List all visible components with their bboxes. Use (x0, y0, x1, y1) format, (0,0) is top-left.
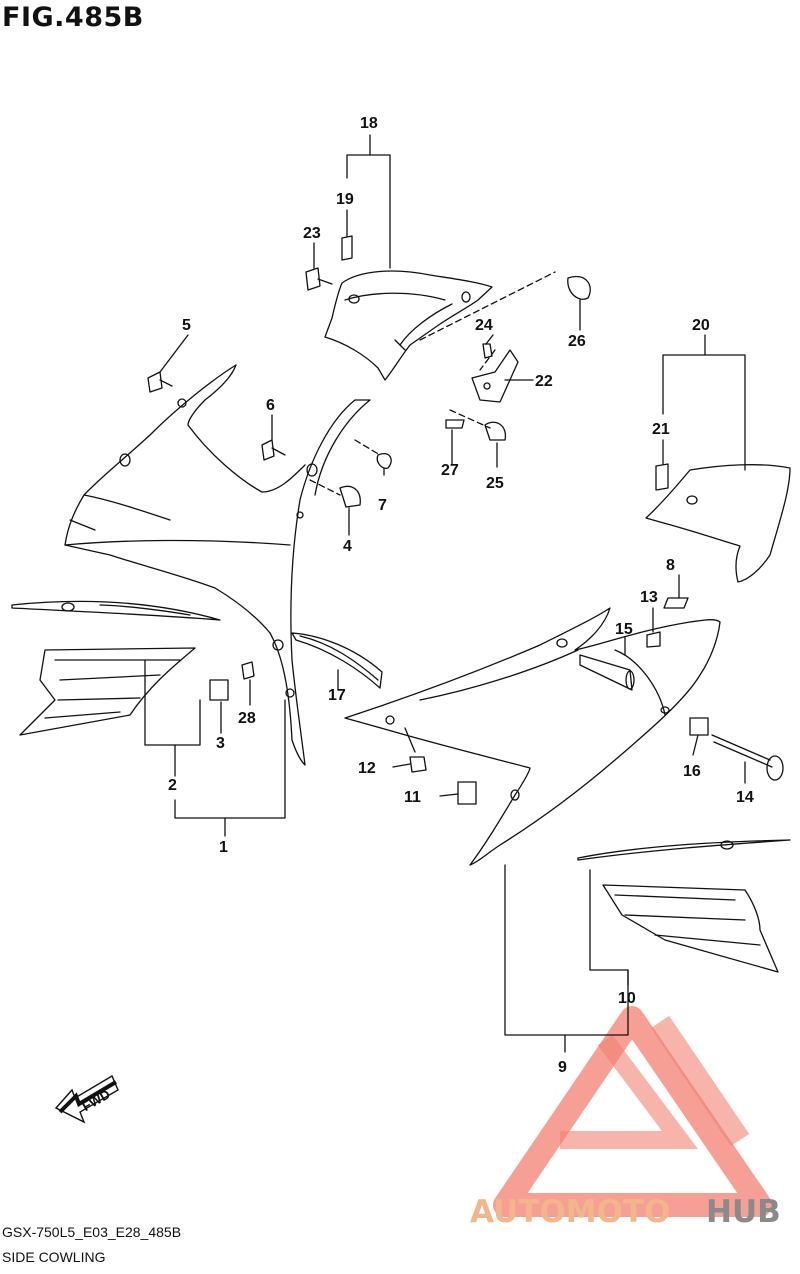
callout-20: 20 (692, 317, 710, 334)
callout-3: 3 (216, 735, 225, 752)
callout-17: 17 (328, 687, 346, 704)
watermark-logo (493, 1006, 772, 1217)
left-cowling-part (64, 364, 371, 766)
callout-12: 12 (358, 760, 376, 777)
gsxr-decal (19, 647, 196, 736)
callout-8: 8 (666, 557, 675, 574)
inner-panel-part (645, 464, 791, 583)
right-gsxr-decal (602, 884, 779, 973)
callout-7: 7 (378, 497, 387, 514)
callout-14: 14 (736, 789, 754, 806)
bracket-part-17 (291, 632, 383, 689)
callout-11: 11 (404, 789, 421, 806)
watermark-text-a: AUTOMOTO (470, 1194, 670, 1230)
callout-4: 4 (343, 538, 352, 555)
callout-9: 9 (558, 1059, 567, 1076)
alignment-lines (309, 271, 556, 496)
callout-13: 13 (640, 589, 658, 606)
callout-2: 2 (168, 777, 177, 794)
callout-5: 5 (182, 317, 191, 334)
callout-27: 27 (441, 462, 459, 479)
fastener-parts (147, 235, 784, 805)
diagram-code: GSX-750L5_E03_E28_485B (2, 1224, 182, 1240)
diagram-caption: SIDE COWLING (2, 1249, 106, 1265)
callout-25: 25 (486, 475, 504, 492)
watermark-text-b: HUB (706, 1194, 781, 1230)
callout-22: 22 (535, 373, 553, 390)
callout-26: 26 (568, 333, 586, 350)
callout-19: 19 (336, 191, 354, 208)
callout-15: 15 (615, 621, 633, 638)
callout-1: 1 (219, 839, 228, 856)
callout-16: 16 (683, 763, 701, 780)
figure-title: FIG.485B (2, 2, 144, 33)
leader-lines (144, 134, 746, 1053)
upper-cowling-part (324, 270, 493, 381)
callout-10: 10 (618, 990, 636, 1007)
callout-24: 24 (475, 317, 493, 334)
callout-6: 6 (266, 397, 275, 414)
lower-cowling-part (344, 607, 721, 866)
callout-labels: 1 2 3 4 5 6 7 8 9 10 11 12 13 14 15 16 1… (168, 115, 754, 1076)
callout-23: 23 (303, 225, 321, 242)
callout-28: 28 (238, 710, 256, 727)
bracket-part-22 (471, 349, 519, 403)
right-decal-strip (577, 839, 791, 861)
callout-18: 18 (360, 115, 378, 132)
upper-decal-strip (11, 600, 221, 621)
callout-21: 21 (652, 421, 670, 438)
forward-arrow-icon (54, 1074, 119, 1124)
